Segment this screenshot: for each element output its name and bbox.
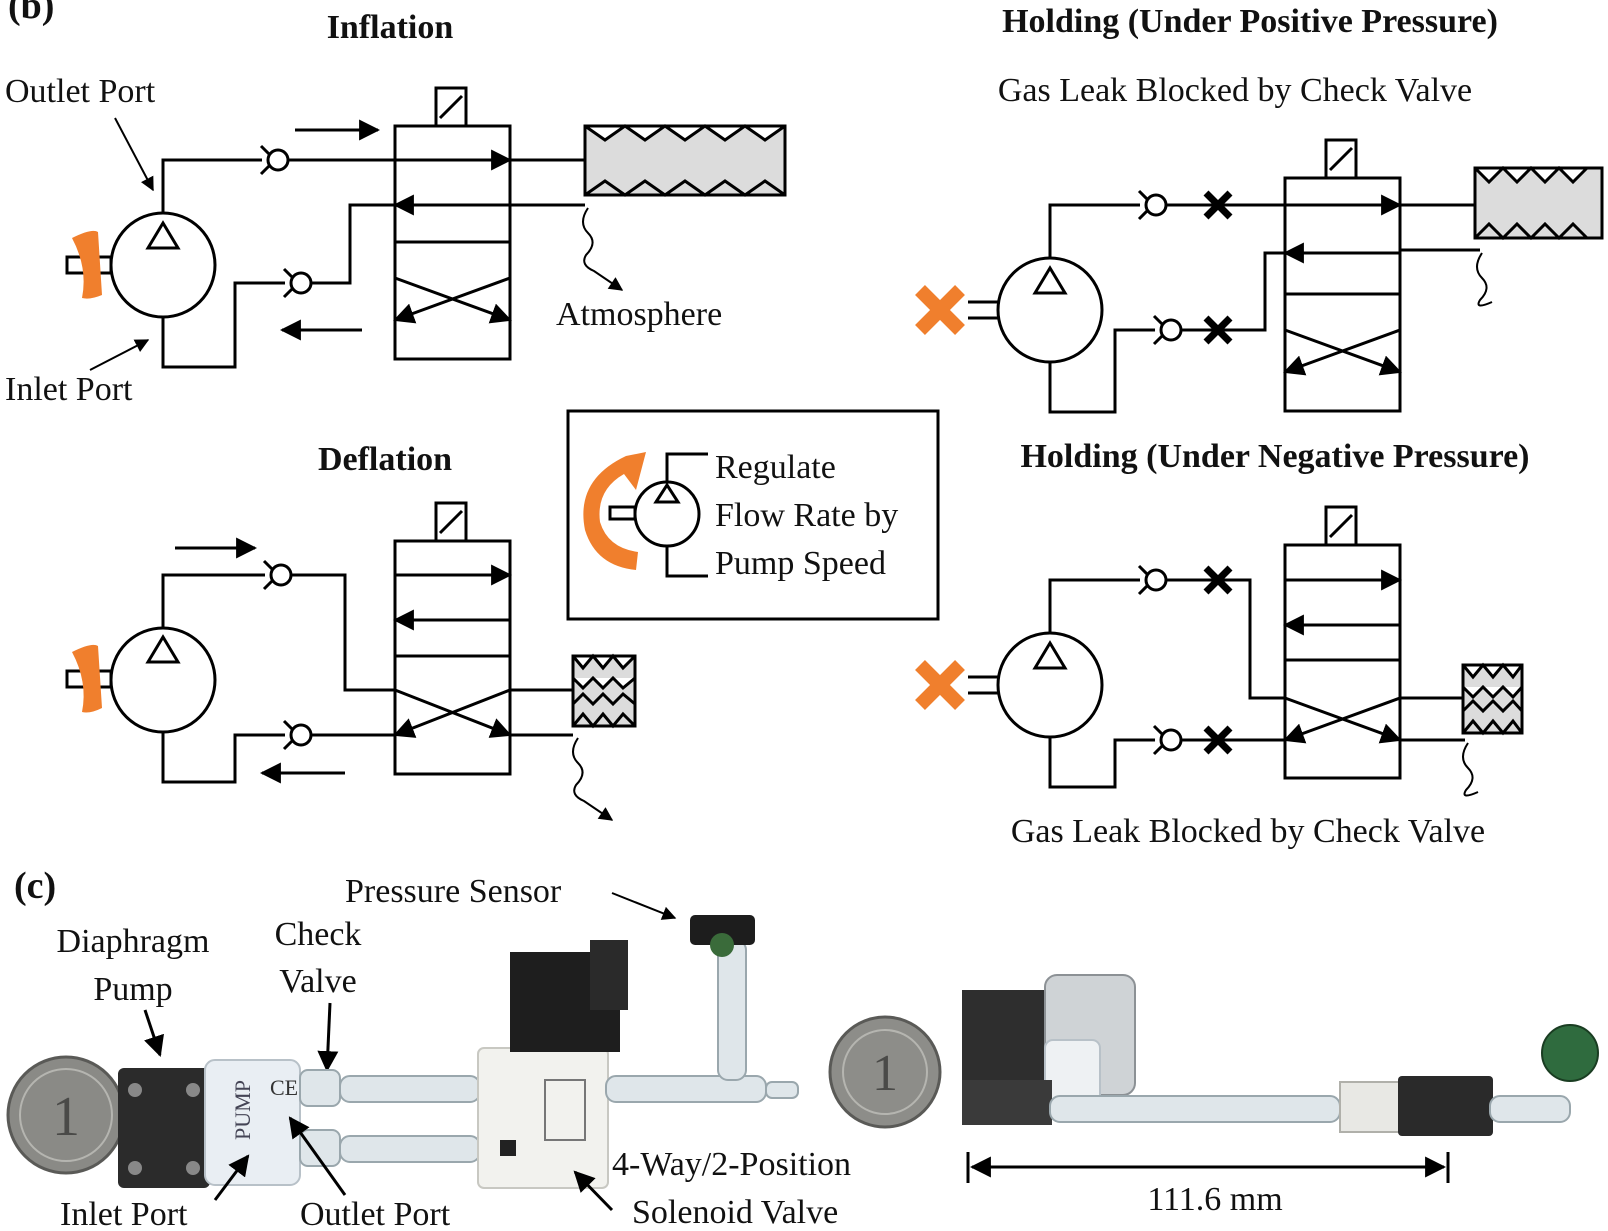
speed-regulation-arc-icon	[583, 452, 646, 570]
solenoid-valve-icon	[392, 501, 513, 776]
diaphragm-pump-icon	[920, 631, 1104, 739]
check-valve-photo	[299, 1069, 341, 1107]
bellows-actuator-icon	[583, 124, 787, 197]
pressure-sensor-photo	[1541, 1024, 1599, 1082]
bellows-actuator-icon	[571, 653, 637, 729]
deflation-title: Deflation	[318, 441, 452, 478]
panel-b-label: (b)	[8, 0, 54, 27]
diaphragm-pump-label-2: Pump	[93, 971, 172, 1008]
atmosphere-label: Atmosphere	[556, 296, 722, 333]
solenoid-valve-icon	[392, 86, 513, 361]
pressure-sensor-photo	[690, 915, 755, 945]
diaphragm-pump-icon	[920, 256, 1104, 364]
check-valve-label-2: Valve	[279, 963, 356, 1000]
check-valve-icon	[1152, 724, 1183, 756]
solenoid-valve-icon	[1282, 138, 1403, 413]
assembly-photo-left: 1 PUMP CE	[6, 915, 799, 1189]
bellows-actuator-icon	[1461, 662, 1524, 736]
legend-line-2: Flow Rate by	[715, 497, 898, 534]
check-valve-icon	[282, 719, 313, 751]
assembly-photo-right: 1	[828, 974, 1599, 1136]
holding-positive-title: Holding (Under Positive Pressure)	[1002, 3, 1498, 40]
diaphragm-pump-icon	[65, 211, 217, 319]
check-valve-icon	[1152, 314, 1183, 346]
check-valve-icon	[262, 559, 293, 591]
holding-negative-title: Holding (Under Negative Pressure)	[1020, 438, 1529, 475]
diaphragm-pump-label-1: Diaphragm	[57, 923, 210, 960]
check-valve-icon	[259, 144, 290, 176]
diaphragm-pump-photo	[118, 1068, 210, 1188]
outlet-port-photo-label: Outlet Port	[300, 1196, 451, 1231]
blocked-port-x-icon	[920, 290, 960, 330]
inlet-port-photo-label: Inlet Port	[60, 1196, 188, 1231]
svg-text:PUMP: PUMP	[230, 1080, 255, 1140]
solenoid-valve-label-1: 4-Way/2-Position	[612, 1146, 851, 1183]
solenoid-valve-label-2: Solenoid Valve	[632, 1194, 838, 1231]
check-valve-icon	[1137, 564, 1168, 596]
blocked-port-x-icon	[920, 665, 960, 705]
legend-line-1: Regulate	[715, 449, 836, 486]
inflation-title: Inflation	[327, 9, 454, 46]
dimension-indicator: 111.6 mm	[966, 1152, 1450, 1218]
svg-text:1: 1	[52, 1086, 80, 1148]
legend-line-3: Pump Speed	[715, 545, 886, 582]
holding-positive-note: Gas Leak Blocked by Check Valve	[998, 72, 1472, 109]
holding-positive-schematic: Holding (Under Positive Pressure) Gas Le…	[920, 3, 1604, 414]
speed-regulation-arc-icon	[72, 644, 102, 713]
diaphragm-pump-icon	[65, 626, 217, 734]
deflation-schematic: Deflation	[65, 441, 637, 821]
check-valve-icon	[1137, 189, 1168, 221]
dimension-label: 111.6 mm	[1147, 1181, 1282, 1218]
solenoid-valve-photo	[477, 1047, 609, 1189]
solenoid-valve-icon	[1282, 505, 1403, 780]
speed-regulation-arc-icon	[72, 230, 102, 299]
svg-text:CE: CE	[270, 1075, 298, 1100]
svg-text:1: 1	[872, 1045, 898, 1102]
inlet-port-label: Inlet Port	[5, 371, 133, 408]
check-valve-icon	[282, 267, 313, 299]
holding-negative-schematic: Holding (Under Negative Pressure) Gas Le…	[920, 438, 1530, 850]
pressure-sensor-label: Pressure Sensor	[345, 873, 562, 910]
outlet-port-label: Outlet Port	[5, 73, 156, 110]
check-valve-label-1: Check	[275, 916, 362, 953]
coin-icon	[828, 1015, 942, 1129]
bellows-actuator-icon	[1473, 165, 1604, 241]
holding-negative-note: Gas Leak Blocked by Check Valve	[1011, 813, 1485, 850]
panel-c-label: (c)	[14, 865, 56, 907]
inflation-schematic: Inflation Outlet Port Inlet Port Atmosph…	[5, 9, 787, 408]
legend-box: Regulate Flow Rate by Pump Speed	[566, 409, 940, 621]
